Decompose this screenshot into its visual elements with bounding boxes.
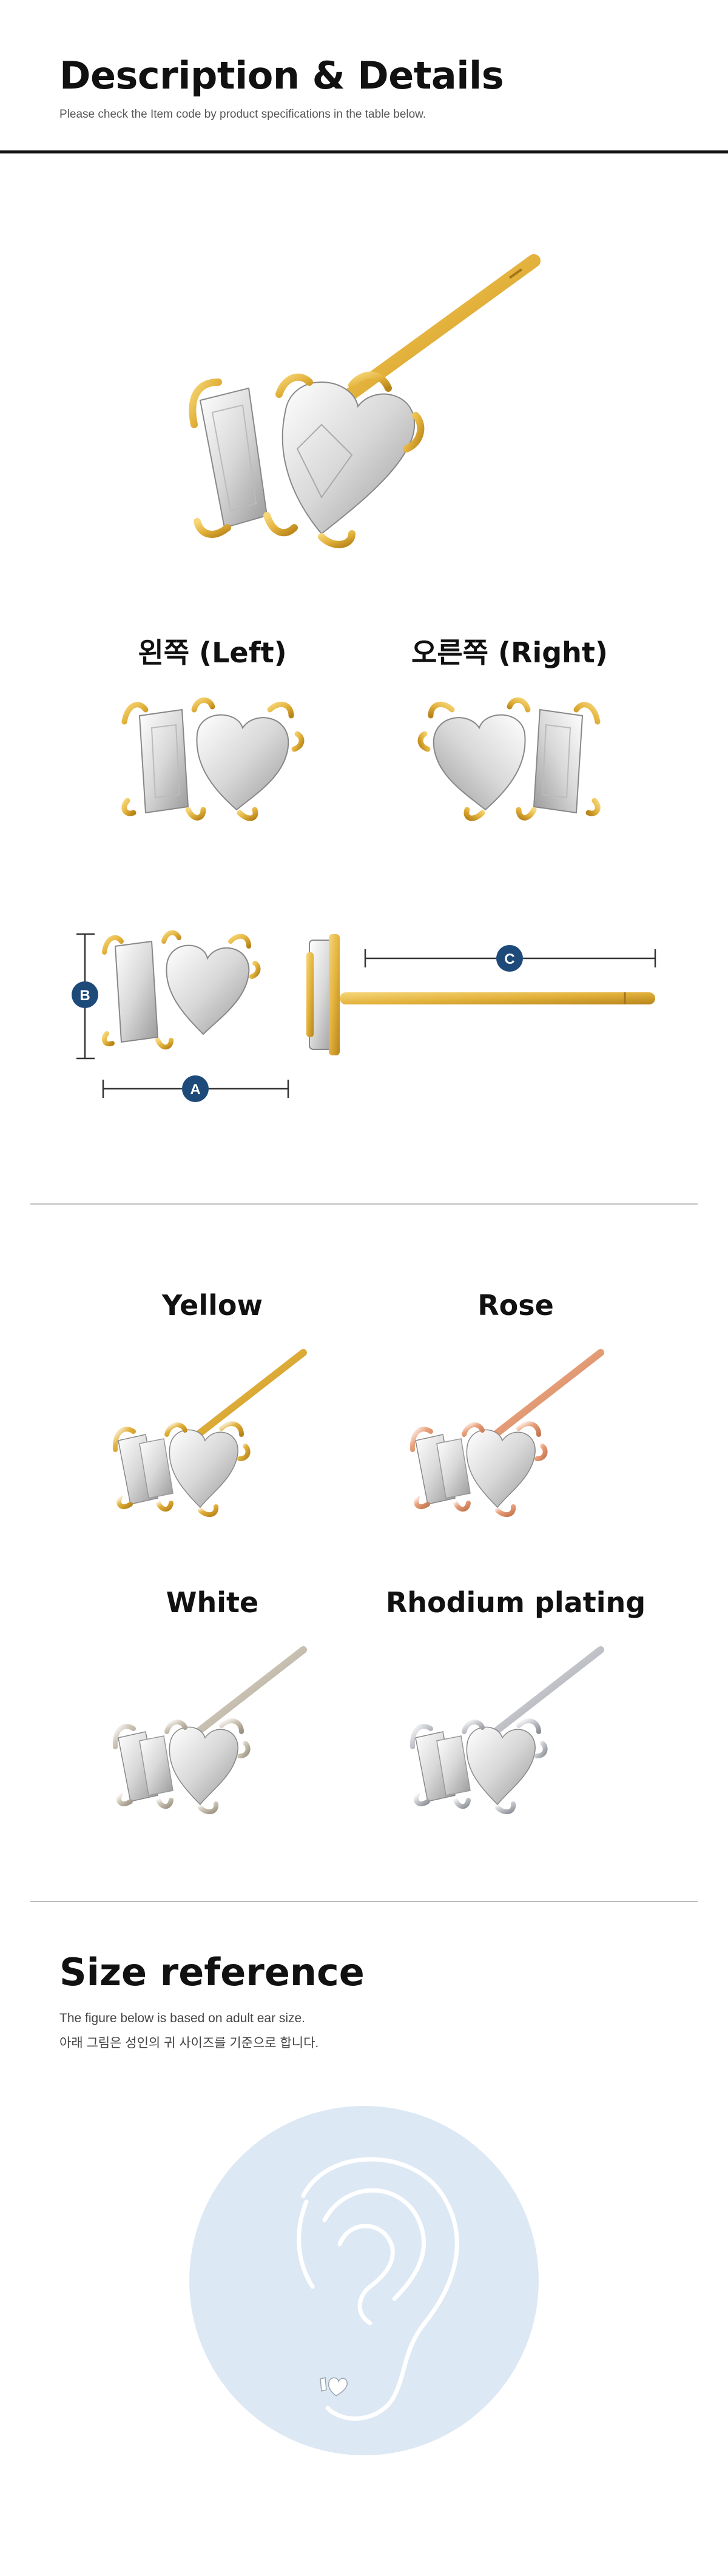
color-rhodium-label: Rhodium plating [385, 1586, 646, 1619]
white-earring-image [112, 1646, 307, 1815]
page-subtitle: Please check the Item code by product sp… [59, 108, 426, 121]
left-earring-image [121, 697, 305, 821]
color-yellow-label: Yellow [162, 1289, 263, 1322]
dimension-diagram: B A C [72, 930, 656, 1102]
rose-earring-image [410, 1349, 604, 1518]
rhodium-earring-image [410, 1646, 604, 1815]
yellow-earring-image [112, 1349, 307, 1518]
section-divider-1 [30, 1203, 698, 1205]
hero-earring-image [189, 254, 541, 548]
section-divider-2 [30, 1901, 698, 1902]
dimension-c-label: C [504, 951, 514, 967]
size-reference-line-1: The figure below is based on adult ear s… [59, 2011, 306, 2025]
color-white-label: White [166, 1586, 259, 1619]
size-reference-title: Size reference [59, 1950, 365, 1994]
right-earring-image [417, 697, 601, 821]
dimension-a-label: A [190, 1081, 200, 1098]
header-divider [0, 150, 728, 153]
ear-size-illustration [189, 2106, 539, 2455]
dimension-c-badge [496, 945, 523, 972]
right-view-label: 오른쪽 (Right) [411, 636, 608, 669]
size-reference-line-2: 아래 그림은 성인의 귀 사이즈를 기준으로 합니다. [59, 2036, 319, 2050]
color-rose-label: Rose [477, 1289, 554, 1322]
page-title: Description & Details [59, 53, 504, 98]
dimension-b-badge [72, 981, 98, 1008]
dimension-b-label: B [79, 987, 90, 1004]
ear-background-circle [189, 2106, 539, 2455]
dimension-a-badge [182, 1075, 209, 1102]
earring-on-ear-icon [320, 2377, 348, 2396]
left-view-label: 왼쪽 (Left) [138, 636, 287, 669]
